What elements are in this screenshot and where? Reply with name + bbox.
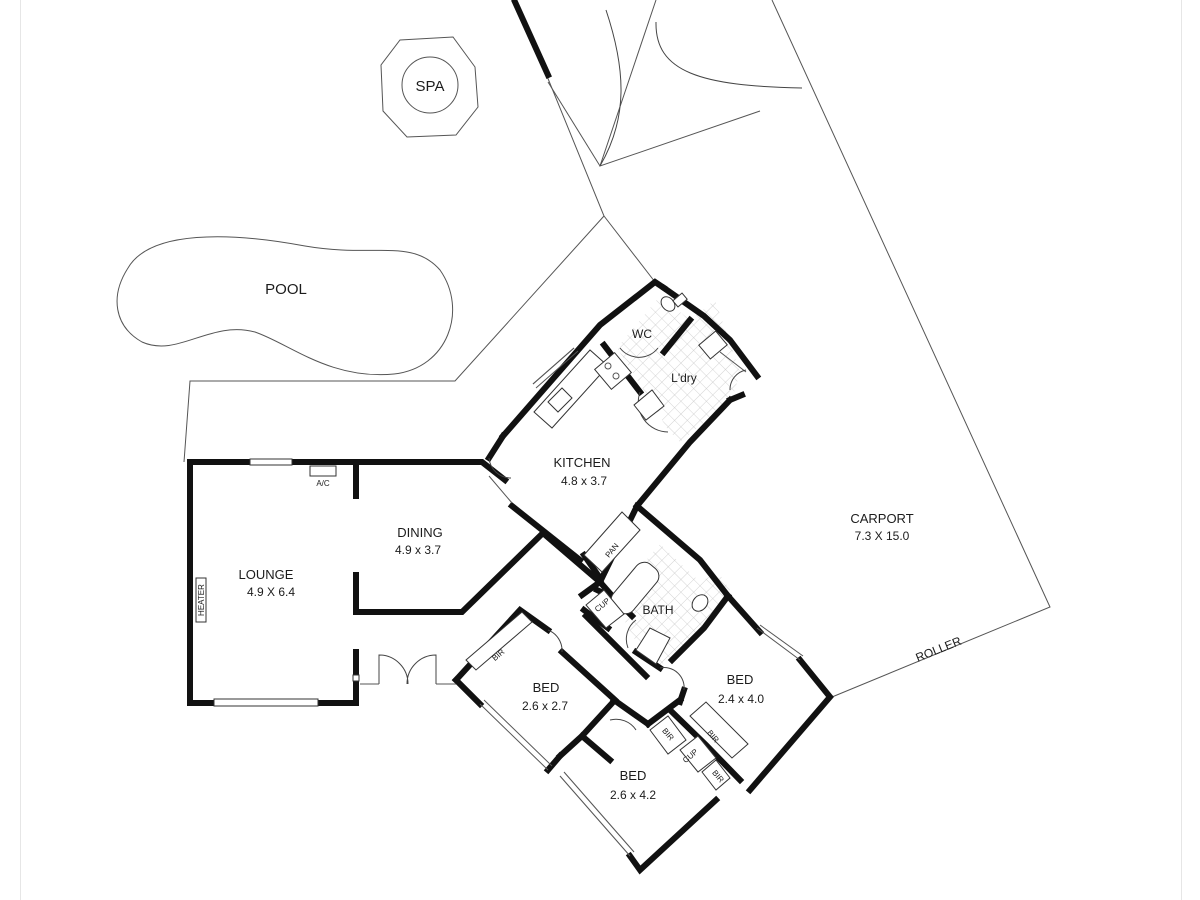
lounge-label: LOUNGE <box>239 567 294 582</box>
gate-wall <box>511 0 552 79</box>
laundry-label: L'dry <box>671 371 697 385</box>
bath-label: BATH <box>642 603 673 617</box>
heater-label: HEATER <box>197 584 206 616</box>
dining-label: DINING <box>397 525 443 540</box>
site-boundary <box>183 0 1051 698</box>
bed3-label: BED <box>620 768 647 783</box>
carport: CARPORT 7.3 X 15.0 ROLLER <box>850 511 963 665</box>
wc-label: WC <box>632 327 652 341</box>
lounge-size: 4.9 X 6.4 <box>247 585 295 599</box>
pool: POOL <box>116 236 454 376</box>
kitchen-label: KITCHEN <box>553 455 610 470</box>
pool-label: POOL <box>265 281 307 298</box>
fixtures <box>195 292 749 791</box>
bed1-size: 2.6 x 2.7 <box>522 699 568 713</box>
kitchen-size: 4.8 x 3.7 <box>561 474 607 488</box>
bed1-label: BED <box>533 680 560 695</box>
bed2-label: BED <box>727 672 754 687</box>
spa-label: SPA <box>416 78 445 95</box>
bed3-size: 2.6 x 4.2 <box>610 788 656 802</box>
laundry-wc-tiles <box>617 296 740 442</box>
ac-label: A/C <box>316 479 330 488</box>
spa: SPA <box>380 36 479 138</box>
roller-door-label: ROLLER <box>914 634 964 665</box>
windows <box>213 347 804 857</box>
carport-label: CARPORT <box>850 511 913 526</box>
bed2-size: 2.4 x 4.0 <box>718 692 764 706</box>
carport-size: 7.3 X 15.0 <box>855 529 910 543</box>
doors <box>360 347 747 731</box>
dining-size: 4.9 x 3.7 <box>395 543 441 557</box>
